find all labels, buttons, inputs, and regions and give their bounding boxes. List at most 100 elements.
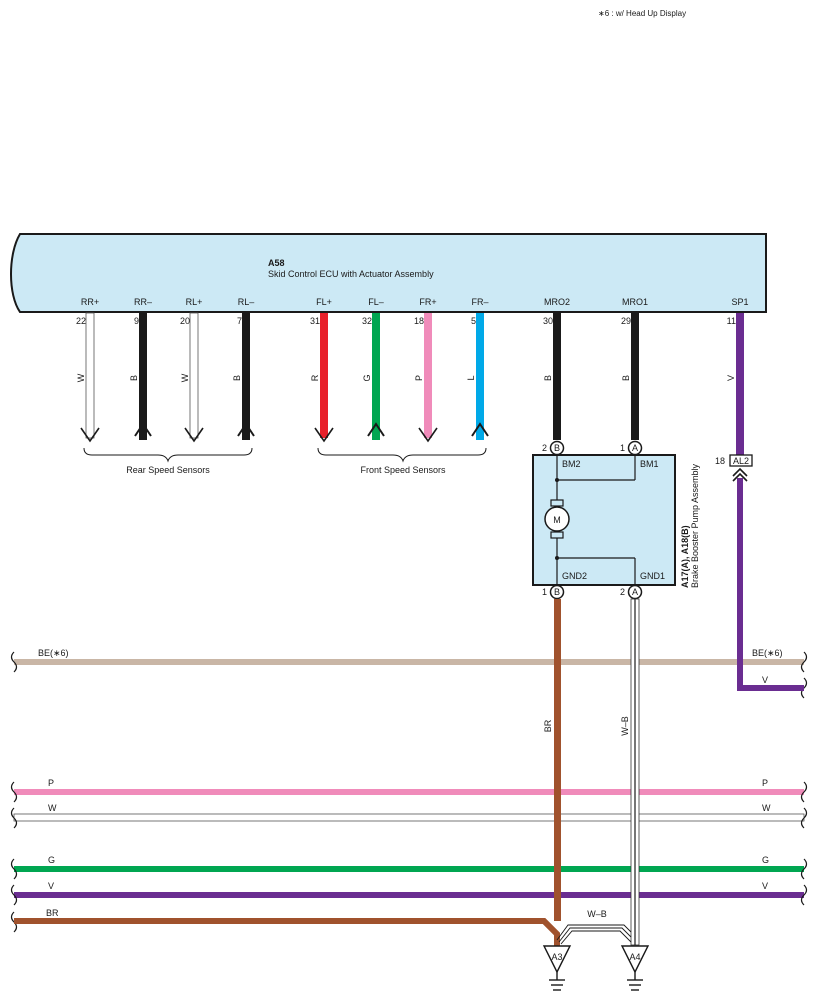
pin-name-rrm: RR– [134,297,152,307]
wire-color-frm: L [466,375,476,380]
bus-label-br-left: BR [46,908,59,918]
pump-name: Brake Booster Pump Assembly [690,463,700,588]
bus-label-g-left: G [48,855,55,865]
rear-brace [83,447,253,463]
pump-top-conn-1: B [554,443,560,453]
pump-top-conn-2: A [632,443,638,453]
al2-pin-num: 18 [715,456,725,466]
pin-name-flm: FL– [368,297,384,307]
pin-name-sp1: SP1 [731,297,748,307]
pump-connector-circle [549,584,565,600]
pump-pin-gnd2: GND2 [562,571,587,581]
bus-label-be-right: BE(∗6) [752,648,783,658]
pin-name-mro1: MRO1 [622,297,648,307]
wire-color-rrm: B [129,375,139,381]
wire-flp [314,313,334,443]
rear-group-label: Rear Speed Sensors [126,465,210,475]
front-group-label: Front Speed Sensors [360,465,446,475]
wire-mro1 [631,313,639,440]
pump-bottom-conn-2: A [632,587,638,597]
bus-w [13,813,805,822]
wire-color-flm: G [362,374,372,381]
bus-end-breaks [10,651,808,933]
wire-color-sp1: V [726,375,736,381]
pin-num-frm: 5 [471,316,476,326]
ground-a4 [620,945,650,991]
pin-name-flp: FL+ [316,297,332,307]
ecu-code: A58 [268,258,285,268]
footnote: ∗6 : w/ Head Up Display [598,9,686,18]
pin-num-mro2: 30 [543,316,553,326]
pin-name-mro2: MRO2 [544,297,570,307]
wire-color-flp: R [310,374,320,381]
al2-code: AL2 [733,456,749,466]
wire-color-rlm: B [232,375,242,381]
pin-num-frp: 18 [414,316,424,326]
front-brace [317,447,487,463]
wire-color-rlp: W [180,373,190,382]
wire-rlm [237,313,255,440]
pump-pin-bm2: BM2 [562,459,581,469]
pin-name-frp: FR+ [419,297,436,307]
wire-frm [471,313,489,440]
wb-jumper-label: W–B [587,909,607,919]
pin-name-rrp: RR+ [81,297,99,307]
bus-g [14,866,804,872]
pin-num-rrp: 22 [76,316,86,326]
wire-gnd1-label: W–B [620,716,630,736]
pump-bottom-pin-num-2: 2 [620,587,625,597]
junction-dot [555,556,559,560]
wire-sp1 [736,313,744,456]
wire-gnd2-label: BR [543,719,553,732]
pump-top-pin-num-1: 2 [542,443,547,453]
pin-num-mro1: 29 [621,316,631,326]
motor-icon [544,506,570,532]
bus-p [14,789,804,795]
pump-pin-bm1: BM1 [640,459,659,469]
junction-dot [555,478,559,482]
pump-code: A17(A), A18(B) [680,525,690,588]
pin-num-rrm: 9 [134,316,139,326]
bus-be [14,659,804,665]
wire-rlp [184,312,204,443]
pump-top-pin-num-2: 1 [620,443,625,453]
bus-label-v-sp1-right: V [762,675,768,685]
ground-a4-label: A4 [629,952,640,962]
al2-connector [729,454,753,467]
pump-connector-circle [627,584,643,600]
wire-color-mro2: B [543,375,553,381]
bus-lines [13,659,805,898]
ecu-box [10,233,767,313]
pump-bottom-pin-num-1: 1 [542,587,547,597]
bus-v [14,892,804,898]
bus-label-be-left: BE(∗6) [38,648,69,658]
pump-bottom-conn-1: B [554,587,560,597]
ground-a3-label: A3 [551,952,562,962]
wire-color-rrp: W [76,373,86,382]
bus-label-v-left: V [48,881,54,891]
al2-arrow [732,467,748,482]
pin-name-rlp: RL+ [186,297,203,307]
pump-connector-circle [549,440,565,456]
pump-pin-gnd1: GND1 [640,571,665,581]
bus-label-v-right: V [762,881,768,891]
pin-num-flp: 31 [310,316,320,326]
wire-rrm [134,313,152,440]
pin-num-sp1: 11 [727,316,736,326]
motor-brush-bottom [550,531,564,539]
wire-color-mro1: B [621,375,631,381]
wire-color-frp: P [414,375,424,381]
pin-num-flm: 32 [362,316,372,326]
ecu-name: Skid Control ECU with Actuator Assembly [268,269,434,279]
wire-mro2 [553,313,561,440]
wb-jumper [556,924,632,945]
bus-label-p-right: P [762,778,768,788]
wire-sp1-lower [737,478,804,691]
bus-label-w-right: W [762,803,771,813]
wire-rrp [80,312,100,443]
bus-label-g-right: G [762,855,769,865]
motor-label: M [553,515,561,525]
wire-frp [418,313,438,443]
motor-brush-top [550,499,564,507]
